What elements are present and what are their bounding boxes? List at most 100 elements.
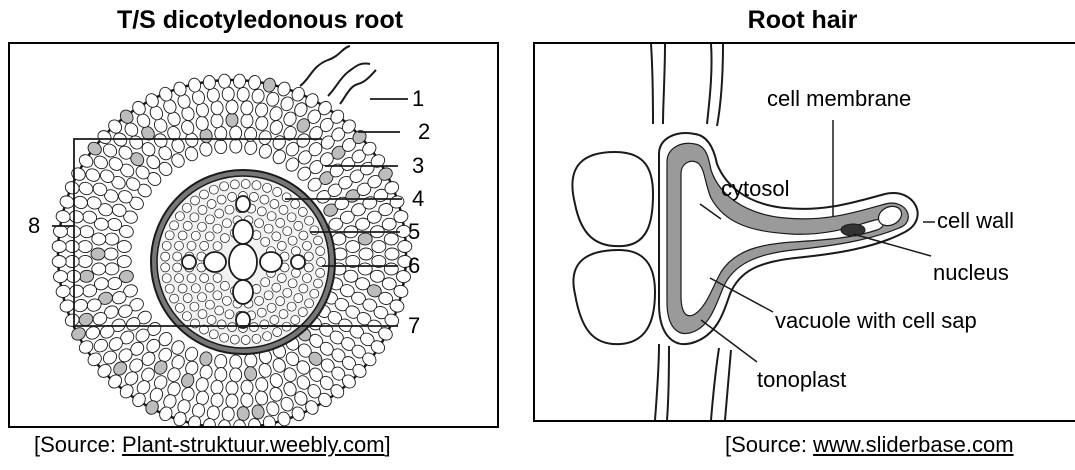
stele-cell xyxy=(162,274,171,283)
stele-cell xyxy=(215,209,224,218)
stele-cell xyxy=(314,279,323,288)
stele-cell xyxy=(228,192,237,201)
stele-cell xyxy=(241,336,250,345)
stele-cell xyxy=(303,241,312,250)
cortex-cell xyxy=(218,74,230,88)
cortex-cell xyxy=(78,240,93,253)
label-tonoplast: tonoplast xyxy=(757,367,846,392)
stele-cell xyxy=(213,291,222,300)
label-5: 5 xyxy=(408,219,420,244)
stele-cell xyxy=(191,231,200,240)
cortex-cell xyxy=(104,248,118,260)
stele-cell xyxy=(198,293,207,302)
stele-cell xyxy=(277,241,286,250)
stele-cell xyxy=(264,224,273,233)
cortex-cell xyxy=(229,368,241,382)
label-vacuole: vacuole with cell sap xyxy=(775,308,977,333)
stele-cell xyxy=(316,268,325,277)
label-4: 4 xyxy=(412,186,424,211)
stele-cell xyxy=(213,273,222,282)
stele-cell xyxy=(291,200,300,209)
stele-cell xyxy=(277,274,286,283)
stele-cell xyxy=(217,195,226,204)
stele-cell xyxy=(228,323,237,332)
label-nucleus: nucleus xyxy=(933,260,1009,285)
stele-cell xyxy=(304,263,313,272)
label-1: 1 xyxy=(412,86,424,111)
cortex-cell xyxy=(226,381,238,395)
label-3: 3 xyxy=(412,153,424,178)
cortex-cell xyxy=(91,248,105,260)
label-7: 7 xyxy=(408,313,420,338)
stele-cell xyxy=(175,303,184,312)
stele-cell xyxy=(305,299,314,308)
root-hair-diagram: cell membrane cytosol cell wall nucleus … xyxy=(535,44,1075,420)
stele-cell xyxy=(173,263,182,272)
stele-cell xyxy=(183,221,192,230)
stele-cell xyxy=(178,231,187,240)
stele-cell xyxy=(252,334,261,343)
cortex-cell xyxy=(233,74,246,89)
right-source-link[interactable]: www.sliderbase.com xyxy=(813,432,1014,457)
cortex-cell xyxy=(65,240,80,253)
stele-cell xyxy=(222,296,231,305)
right-diagram-title: Root hair xyxy=(530,6,1075,35)
label-cell-membrane: cell membrane xyxy=(767,86,911,111)
stele-cell xyxy=(209,185,218,194)
stele-cell xyxy=(294,221,303,230)
stele-cell xyxy=(299,284,308,293)
stele-cell xyxy=(162,241,171,250)
stele-cell xyxy=(270,200,279,209)
stele-cell xyxy=(220,234,229,243)
stele-cell xyxy=(230,180,239,189)
stele-cell xyxy=(225,310,234,319)
stele-cell xyxy=(283,227,292,236)
stele-cell xyxy=(207,316,216,325)
stele-cell xyxy=(270,316,279,325)
cortex-cell xyxy=(226,113,238,127)
stele-cell xyxy=(288,279,297,288)
left-source: [Source: Plant-struktuur.weebly.com] xyxy=(34,432,391,458)
stele-cell xyxy=(273,187,282,196)
stele-cell xyxy=(200,241,209,250)
stele-cell xyxy=(213,242,222,251)
left-source-link[interactable]: Plant-struktuur.weebly.com xyxy=(122,432,384,457)
stele-cell xyxy=(198,310,207,319)
stele-cell xyxy=(260,195,269,204)
stele-cell xyxy=(190,302,199,311)
stele-cell xyxy=(220,182,229,191)
stele-cell xyxy=(298,207,307,216)
stele-cell xyxy=(183,294,192,303)
cortex-cell xyxy=(78,255,93,268)
stele-cell xyxy=(267,212,276,221)
stele-cell xyxy=(299,231,308,240)
stele-cell xyxy=(187,274,196,283)
stele-cell xyxy=(200,190,209,199)
cortex-cell xyxy=(52,255,66,267)
stele-cell xyxy=(207,200,216,209)
stele-cell xyxy=(175,241,184,250)
cortex-cell xyxy=(230,139,242,153)
root-cross-section-diagram: 1 2 3 4 5 6 7 8 xyxy=(10,44,497,426)
stele-cell xyxy=(272,283,281,292)
stele-cell xyxy=(170,221,179,230)
label-6: 6 xyxy=(408,253,420,278)
stele-cell xyxy=(272,232,281,241)
stele-cell xyxy=(220,281,229,290)
label-cell-wall: cell wall xyxy=(937,208,1014,233)
stele-cell xyxy=(276,297,285,306)
cortex-cell xyxy=(385,248,399,260)
stele-cell xyxy=(255,296,264,305)
stele-cell xyxy=(222,219,231,228)
stele-cell xyxy=(161,263,170,272)
stele-cell xyxy=(282,193,291,202)
stele-cell xyxy=(287,302,296,311)
stele-cell xyxy=(252,181,261,190)
stele-cell xyxy=(182,203,191,212)
stele-cell xyxy=(175,212,184,221)
stele-cell xyxy=(298,308,307,317)
stele-cell xyxy=(190,213,199,222)
stele-cell xyxy=(249,323,258,332)
stele-cell xyxy=(182,312,191,321)
stele-cell xyxy=(165,231,174,240)
